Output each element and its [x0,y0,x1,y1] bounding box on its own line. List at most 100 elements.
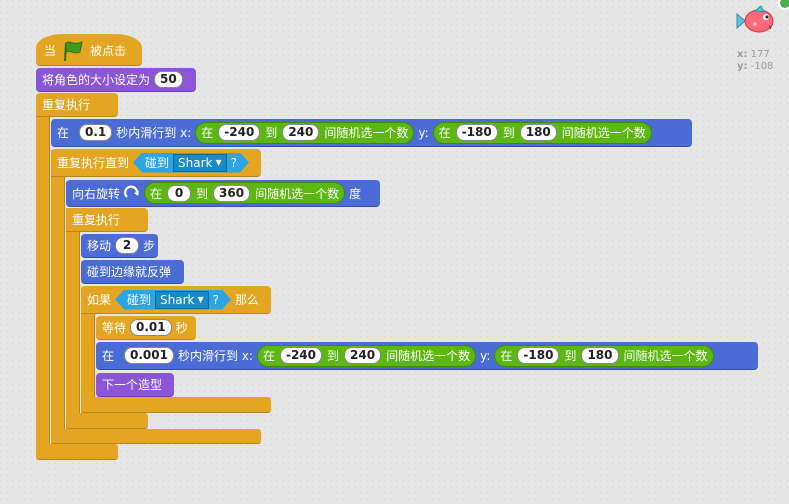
when-label: 当 [44,44,57,58]
pick-x-2-suffix: 间随机选一个数 [386,349,471,363]
move-steps-block[interactable]: 移动 2 步 [81,234,158,258]
degree-label: 度 [349,186,362,201]
pick-random-x-2[interactable]: 在 -240 到 240 间随机选一个数 [256,344,477,367]
pick-x-2-from[interactable]: -240 [279,347,322,364]
glide-1-x-label: 秒内滑行到 x: [116,126,192,140]
sprite-y-readout: y: -108 [737,61,773,72]
forever-1-block[interactable]: 重复执行 [36,93,118,117]
then-label: 那么 [235,293,260,307]
pick-x-1-from[interactable]: -240 [218,124,261,141]
bounce-on-edge-block[interactable]: 碰到边缘就反弹 [81,260,184,284]
pick-y-1-from[interactable]: -180 [455,124,498,141]
forever-1-bottom [36,444,118,460]
pick-turn-in: 在 [150,186,163,201]
move-label: 移动 [87,239,112,253]
glide-2-y-label: y: [480,348,491,363]
pick-x-1-in: 在 [201,126,214,140]
sprite-x-readout: x: 177 [737,49,770,60]
turn-right-label: 向右旋转 [72,186,121,201]
forever-1-label: 重复执行 [42,98,91,112]
pick-turn-to-label: 到 [196,186,209,201]
pick-random-y-1[interactable]: 在 -180 到 180 间随机选一个数 [432,121,652,144]
glide-2-x-label: 秒内滑行到 x: [177,349,253,363]
repeat-until-block[interactable]: 重复执行直到 碰到 Shark ▼ ? [51,149,261,177]
pick-y-2-to[interactable]: 180 [581,347,619,364]
pick-random-turn[interactable]: 在 0 到 360 间随机选一个数 [144,182,346,204]
touching-shark-condition-1[interactable]: 碰到 Shark ▼ ? [133,153,249,173]
pick-x-1-to-label: 到 [265,126,278,140]
repeat-until-bottom [51,429,261,444]
touching-1-q: ? [230,155,238,170]
glide-1-in: 在 [57,126,70,140]
forever-2-arm [66,208,80,429]
green-dot-indicator [778,0,789,10]
forever-2-bottom [66,413,148,429]
glide-2-in: 在 [102,349,115,363]
pick-turn-suffix: 间随机选一个数 [255,186,340,201]
forever-2-label: 重复执行 [72,213,121,227]
set-size-block[interactable]: 将角色的大小设定为 50 [36,68,196,92]
size-input[interactable]: 50 [154,71,183,88]
pick-y-1-in: 在 [438,126,451,140]
pick-x-2-to-label: 到 [327,349,340,363]
repeat-until-label: 重复执行直到 [57,156,130,170]
touching-shark-condition-2[interactable]: 碰到 Shark ▼ ? [115,290,231,310]
if-block[interactable]: 如果 碰到 Shark ▼ ? 那么 [81,286,271,314]
secs-label: 秒 [175,321,188,335]
set-size-label: 将角色的大小设定为 [42,73,151,87]
turn-right-block[interactable]: 向右旋转 在 0 到 360 间随机选一个数 度 [66,180,380,207]
pick-random-x-1[interactable]: 在 -240 到 240 间随机选一个数 [195,121,415,144]
pick-y-1-to-label: 到 [502,126,515,140]
wait-label: 等待 [102,321,127,335]
touching-target-dropdown-2[interactable]: Shark ▼ [155,291,209,309]
steps-label: 步 [143,239,156,253]
y-coord-label: y: [737,61,748,72]
pick-y-1-suffix: 间随机选一个数 [561,126,646,140]
pick-y-2-from[interactable]: -180 [517,347,560,364]
dropdown-arrow-icon: ▼ [215,157,222,167]
glide-random-block-1[interactable]: 在 0.1 秒内滑行到 x: 在 -240 到 240 间随机选一个数 y: 在… [51,119,692,147]
touching-2-target: Shark [160,292,195,307]
pick-x-1-suffix: 间随机选一个数 [324,126,409,140]
pick-x-2-in: 在 [262,349,275,363]
wait-secs-input[interactable]: 0.01 [130,319,172,336]
next-costume-label: 下一个造型 [102,378,163,392]
pick-y-1-to[interactable]: 180 [519,124,557,141]
touching-1-label: 碰到 [145,156,170,170]
x-coord-value: 177 [750,49,770,60]
repeat-until-arm [51,150,65,444]
pick-x-2-to[interactable]: 240 [344,347,382,364]
pick-random-y-2[interactable]: 在 -180 到 180 间随机选一个数 [494,344,714,367]
glide-1-y-label: y: [418,125,429,140]
when-flag-clicked-block[interactable]: 当 被点击 [36,34,142,66]
glide-random-block-2[interactable]: 在 0.001 秒内滑行到 x: 在 -240 到 240 间随机选一个数 y:… [96,342,758,370]
touching-2-label: 碰到 [127,293,152,307]
pick-y-2-in: 在 [500,349,513,363]
pick-x-1-to[interactable]: 240 [282,124,320,141]
x-coord-label: x: [737,49,748,60]
touching-1-target: Shark [178,155,213,170]
touching-target-dropdown-1[interactable]: Shark ▼ [173,154,227,172]
y-coord-value: -108 [750,61,774,72]
pick-y-2-to-label: 到 [564,349,577,363]
if-arm [81,288,95,413]
glide-2-secs-input[interactable]: 0.001 [124,347,174,364]
fish-sprite-icon [733,4,777,38]
pick-y-2-suffix: 间随机选一个数 [623,349,708,363]
clicked-label: 被点击 [90,44,127,58]
touching-2-q: ? [212,292,220,307]
rotate-clockwise-icon [124,185,140,201]
forever-2-block[interactable]: 重复执行 [66,208,148,232]
wait-block[interactable]: 等待 0.01 秒 [96,316,196,340]
pick-turn-from[interactable]: 0 [167,184,192,202]
forever-1-arm [36,95,50,459]
dropdown-arrow-icon: ▼ [197,294,204,304]
move-steps-input[interactable]: 2 [115,237,140,254]
if-bottom [81,397,271,413]
green-flag-icon [60,40,86,62]
if-label: 如果 [87,293,112,307]
next-costume-block[interactable]: 下一个造型 [96,373,174,397]
pick-turn-to[interactable]: 360 [213,184,251,202]
glide-1-secs-input[interactable]: 0.1 [79,124,113,141]
bounce-label: 碰到边缘就反弹 [87,265,172,279]
